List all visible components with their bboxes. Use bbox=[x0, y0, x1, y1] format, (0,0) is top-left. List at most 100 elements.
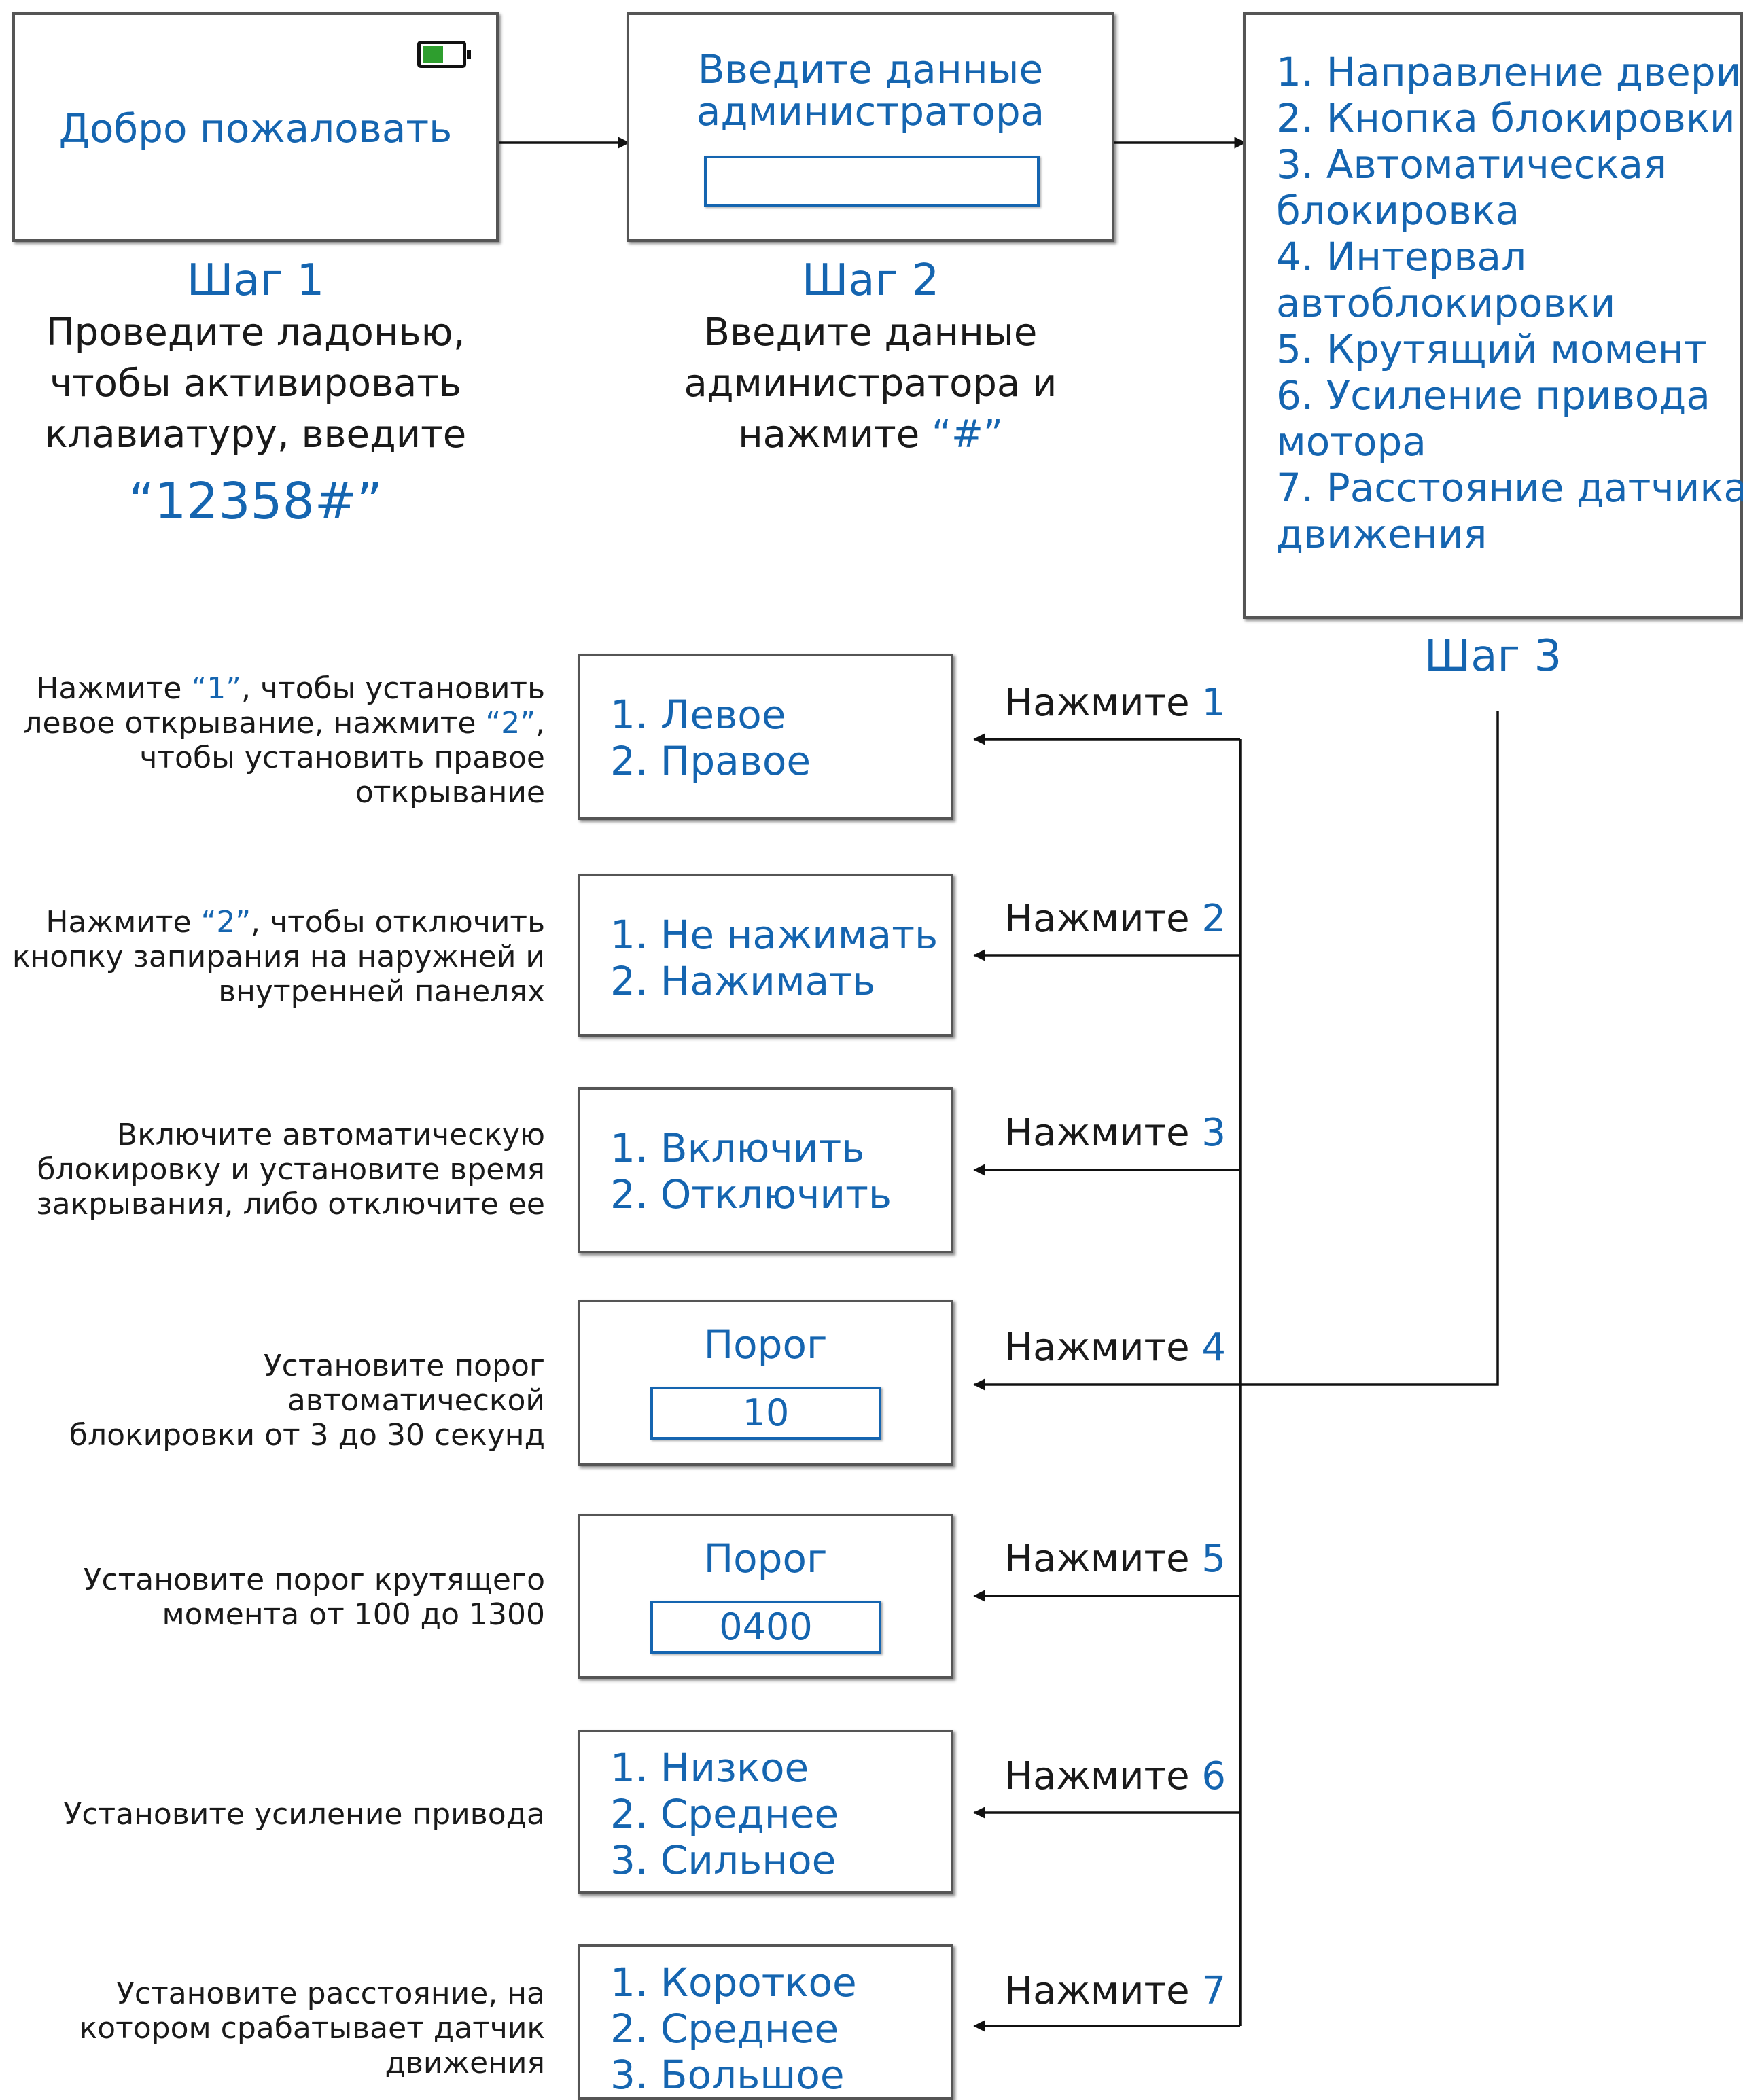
option-item[interactable]: 3. Большое bbox=[610, 2052, 845, 2098]
press-label-torque: Нажмите 5 bbox=[1004, 1537, 1226, 1581]
admin-password-field[interactable] bbox=[704, 156, 1040, 207]
step-2-instruction-line: нажмите “#” bbox=[738, 412, 1003, 457]
description-line: левое открывание, нажмите “2”, bbox=[7, 706, 545, 741]
press-word: Нажмите bbox=[1004, 681, 1190, 725]
press-key: 1 bbox=[1201, 681, 1227, 725]
menu-item-motor-power-cont: мотора bbox=[1276, 419, 1426, 465]
description-text: котором срабатывает датчик bbox=[79, 2011, 545, 2046]
description-line: Включите автоматическую bbox=[7, 1118, 545, 1152]
welcome-screen: Добро пожаловать bbox=[12, 12, 499, 242]
description-text: левое открывание, нажмите bbox=[23, 706, 486, 741]
menu-item-motion-sensor: 7. Расстояние датчика bbox=[1276, 465, 1743, 511]
press-key: 6 bbox=[1201, 1754, 1227, 1798]
admin-screen-title-line-1: Введите данные bbox=[697, 46, 1044, 92]
battery-icon bbox=[417, 41, 471, 68]
option-item[interactable]: 2. Нажимать bbox=[610, 958, 876, 1004]
press-word: Нажмите bbox=[1004, 1537, 1190, 1581]
description-text: Установите расстояние, на bbox=[116, 1976, 545, 2011]
menu-item-auto-lock: 3. Автоматическая bbox=[1276, 141, 1667, 188]
description-line: блокировку и установите время bbox=[7, 1152, 545, 1187]
press-label-motor-power: Нажмите 6 bbox=[1004, 1755, 1226, 1798]
description-text: Нажмите bbox=[36, 671, 192, 706]
setting-screen-torque: Порог 0400 bbox=[578, 1514, 953, 1679]
step-1-instructions: Проведите ладонью, чтобы активировать кл… bbox=[12, 307, 499, 460]
description-line: закрывания, либо отключите ее bbox=[7, 1187, 545, 1222]
threshold-title: Порог bbox=[703, 1321, 828, 1368]
description-line: котором срабатывает датчик bbox=[7, 2011, 545, 2046]
description-line: Нажмите “1”, чтобы установить bbox=[7, 671, 545, 706]
menu-item-auto-lock-interval-cont: автоблокировки bbox=[1276, 280, 1616, 326]
branch-arrows bbox=[973, 733, 1240, 2032]
press-key: 3 bbox=[1201, 1111, 1227, 1155]
press-word: Нажмите bbox=[1004, 1111, 1190, 1155]
step-2-instructions: Введите данные администратора и нажмите … bbox=[627, 307, 1114, 460]
option-item[interactable]: 1. Левое bbox=[610, 692, 786, 738]
press-word: Нажмите bbox=[1004, 1325, 1190, 1370]
description-line: блокировки от 3 до 30 секунд bbox=[7, 1418, 545, 1453]
setting-screen-auto-lock-interval: Порог 10 bbox=[578, 1300, 953, 1466]
press-label-motion-sensor: Нажмите 7 bbox=[1004, 1970, 1226, 2013]
option-item[interactable]: 1. Включить bbox=[610, 1125, 865, 1171]
menu-item-motion-sensor-cont: движения bbox=[1276, 511, 1487, 557]
option-item[interactable]: 2. Среднее bbox=[610, 1791, 839, 1837]
step-1-code: “12358#” bbox=[128, 472, 383, 531]
description-text: закрывания, либо отключите ее bbox=[36, 1187, 545, 1222]
press-word: Нажмите bbox=[1004, 897, 1190, 941]
option-item[interactable]: 1. Не нажимать bbox=[610, 912, 938, 958]
press-label-door-direction: Нажмите 1 bbox=[1004, 681, 1226, 725]
description-line: открывание bbox=[7, 775, 545, 810]
press-label-auto-lock-interval: Нажмите 4 bbox=[1004, 1326, 1226, 1370]
menu-item-lock-button: 2. Кнопка блокировки bbox=[1276, 95, 1736, 141]
hash-key: “#” bbox=[931, 412, 1003, 457]
battery-level bbox=[423, 46, 443, 63]
description-line: чтобы установить правое bbox=[7, 741, 545, 775]
description-text: открывание bbox=[355, 775, 545, 810]
description-text: внутренней панелях bbox=[218, 974, 545, 1009]
step-1-heading: Шаг 1 bbox=[186, 255, 325, 306]
press-word: Нажмите bbox=[1004, 1969, 1190, 2013]
threshold-value-field[interactable]: 10 bbox=[650, 1387, 881, 1440]
press-key: 5 bbox=[1201, 1537, 1227, 1581]
step-2-heading: Шаг 2 bbox=[801, 255, 940, 306]
threshold-title: Порог bbox=[703, 1535, 828, 1582]
option-item[interactable]: 1. Короткое bbox=[610, 1959, 857, 2006]
step-1-instruction-line: Проведите ладонью, bbox=[46, 310, 465, 355]
description-line: Установите порог автоматической bbox=[7, 1349, 545, 1418]
description-text: Нажмите bbox=[46, 905, 201, 940]
description-line: Установите усиление привода bbox=[7, 1797, 545, 1832]
step-2-instruction-line: Введите данные bbox=[703, 310, 1038, 355]
connector-step3-to-bus bbox=[1240, 711, 1499, 1386]
description-line: Установите расстояние, на bbox=[7, 1976, 545, 2011]
description-line: Установите порог крутящего bbox=[7, 1563, 545, 1597]
option-item[interactable]: 1. Низкое bbox=[610, 1745, 809, 1791]
description-text: , чтобы отключить bbox=[251, 905, 545, 940]
option-item[interactable]: 2. Среднее bbox=[610, 2006, 839, 2052]
admin-screen-title-line-2: администратора bbox=[696, 88, 1045, 135]
option-item[interactable]: 2. Правое bbox=[610, 738, 811, 784]
description-line: Нажмите “2”, чтобы отключить bbox=[7, 905, 545, 940]
key-highlight: “2” bbox=[485, 706, 535, 741]
option-item[interactable]: 3. Сильное bbox=[610, 1837, 837, 1883]
description-text: движения bbox=[385, 2046, 546, 2080]
step-1-instruction-line: чтобы активировать bbox=[50, 361, 461, 406]
key-highlight: “2” bbox=[200, 905, 251, 940]
press-key: 2 bbox=[1201, 897, 1227, 941]
press-label-auto-lock: Нажмите 3 bbox=[1004, 1111, 1226, 1155]
menu-item-auto-lock-cont: блокировка bbox=[1276, 188, 1520, 234]
option-item[interactable]: 2. Отключить bbox=[610, 1171, 892, 1217]
description-line: кнопку запирания на наружней и bbox=[7, 940, 545, 974]
threshold-value-field[interactable]: 0400 bbox=[650, 1601, 881, 1654]
settings-menu-screen: 1. Направление двери 2. Кнопка блокировк… bbox=[1243, 12, 1743, 619]
description-line: движения bbox=[7, 2046, 546, 2080]
